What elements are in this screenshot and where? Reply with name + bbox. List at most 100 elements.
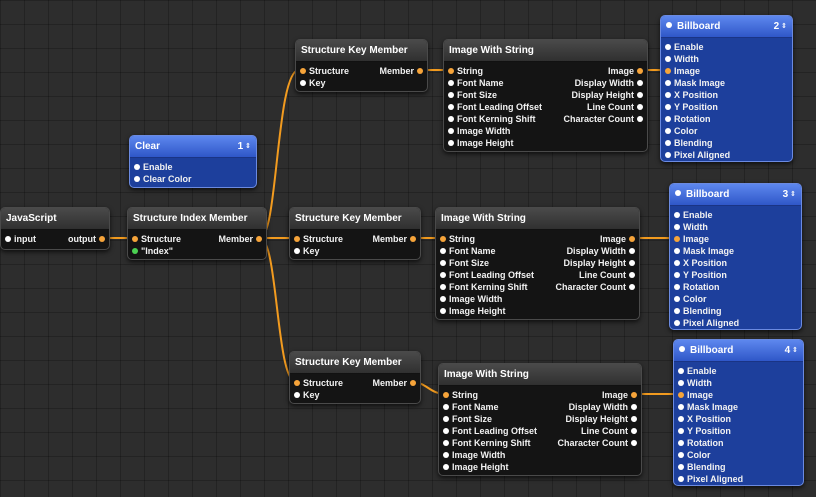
input-port[interactable]: [665, 92, 671, 98]
input-port[interactable]: [665, 152, 671, 158]
input-port[interactable]: [448, 68, 454, 74]
input-port[interactable]: [448, 92, 454, 98]
output-port[interactable]: [99, 236, 105, 242]
input-port[interactable]: [134, 164, 140, 170]
input-port[interactable]: [440, 308, 446, 314]
output-port[interactable]: [631, 416, 637, 422]
input-port[interactable]: [678, 416, 684, 422]
input-port[interactable]: [678, 380, 684, 386]
input-port[interactable]: [674, 236, 680, 242]
input-port[interactable]: [294, 380, 300, 386]
output-port[interactable]: [417, 68, 423, 74]
output-port[interactable]: [637, 92, 643, 98]
layer-number[interactable]: 3⇕: [782, 189, 796, 200]
input-port[interactable]: [440, 296, 446, 302]
output-port[interactable]: [629, 248, 635, 254]
input-port[interactable]: [674, 308, 680, 314]
input-port[interactable]: [448, 80, 454, 86]
input-port[interactable]: [294, 392, 300, 398]
input-port[interactable]: [132, 248, 138, 254]
input-port[interactable]: [665, 44, 671, 50]
output-port[interactable]: [410, 380, 416, 386]
output-port[interactable]: [629, 284, 635, 290]
input-port[interactable]: [674, 212, 680, 218]
port-label: Image: [674, 66, 701, 76]
input-port[interactable]: [300, 80, 306, 86]
input-port[interactable]: [443, 452, 449, 458]
input-port[interactable]: [440, 284, 446, 290]
port-label: Clear Color: [143, 174, 192, 184]
input-port[interactable]: [443, 416, 449, 422]
layer-number[interactable]: 1⇕: [237, 141, 251, 152]
input-port[interactable]: [665, 116, 671, 122]
output-port[interactable]: [629, 272, 635, 278]
input-port[interactable]: [132, 236, 138, 242]
input-port[interactable]: [294, 248, 300, 254]
input-port[interactable]: [448, 104, 454, 110]
input-port[interactable]: [443, 392, 449, 398]
input-port[interactable]: [443, 404, 449, 410]
input-port[interactable]: [678, 440, 684, 446]
billboard-node[interactable]: Billboard 2⇕ Enable Width Image Mask Ima…: [660, 15, 793, 162]
input-port[interactable]: [665, 140, 671, 146]
input-port[interactable]: [678, 476, 684, 482]
output-port[interactable]: [631, 392, 637, 398]
output-port[interactable]: [637, 68, 643, 74]
structure-index-member-node[interactable]: Structure Index Member Structure Member …: [127, 207, 267, 260]
input-port[interactable]: [440, 272, 446, 278]
input-port[interactable]: [440, 248, 446, 254]
output-port[interactable]: [410, 236, 416, 242]
input-port[interactable]: [665, 56, 671, 62]
input-port[interactable]: [678, 452, 684, 458]
output-port[interactable]: [631, 428, 637, 434]
layer-number[interactable]: 2⇕: [773, 21, 787, 32]
output-port[interactable]: [637, 104, 643, 110]
input-port[interactable]: [294, 236, 300, 242]
input-port[interactable]: [134, 176, 140, 182]
input-port[interactable]: [448, 140, 454, 146]
input-port[interactable]: [678, 464, 684, 470]
output-port[interactable]: [629, 236, 635, 242]
input-port[interactable]: [674, 284, 680, 290]
input-port[interactable]: [448, 128, 454, 134]
input-port[interactable]: [300, 68, 306, 74]
input-port[interactable]: [665, 104, 671, 110]
input-port[interactable]: [5, 236, 11, 242]
input-port[interactable]: [674, 296, 680, 302]
input-port[interactable]: [678, 428, 684, 434]
input-port[interactable]: [674, 272, 680, 278]
output-port[interactable]: [637, 116, 643, 122]
output-port[interactable]: [631, 440, 637, 446]
output-port[interactable]: [637, 80, 643, 86]
input-port[interactable]: [678, 392, 684, 398]
input-port[interactable]: [674, 260, 680, 266]
billboard-node[interactable]: Billboard 4⇕ Enable Width Image Mask Ima…: [673, 339, 804, 486]
input-port[interactable]: [665, 80, 671, 86]
input-port[interactable]: [448, 116, 454, 122]
javascript-node[interactable]: JavaScript input output: [0, 207, 110, 250]
input-port[interactable]: [674, 248, 680, 254]
input-port[interactable]: [440, 236, 446, 242]
input-port[interactable]: [443, 428, 449, 434]
clear-node[interactable]: Clear 1⇕ Enable Clear Color: [129, 135, 257, 188]
billboard-node[interactable]: Billboard 3⇕ Enable Width Image Mask Ima…: [669, 183, 802, 330]
input-port[interactable]: [678, 404, 684, 410]
input-port[interactable]: [443, 464, 449, 470]
input-port[interactable]: [665, 128, 671, 134]
input-port[interactable]: [678, 368, 684, 374]
output-port[interactable]: [256, 236, 262, 242]
output-port[interactable]: [629, 260, 635, 266]
input-port[interactable]: [443, 440, 449, 446]
input-port[interactable]: [674, 224, 680, 230]
output-port[interactable]: [631, 404, 637, 410]
input-port[interactable]: [440, 260, 446, 266]
input-port[interactable]: [665, 68, 671, 74]
layer-number[interactable]: 4⇕: [784, 345, 798, 356]
input-port[interactable]: [674, 320, 680, 326]
